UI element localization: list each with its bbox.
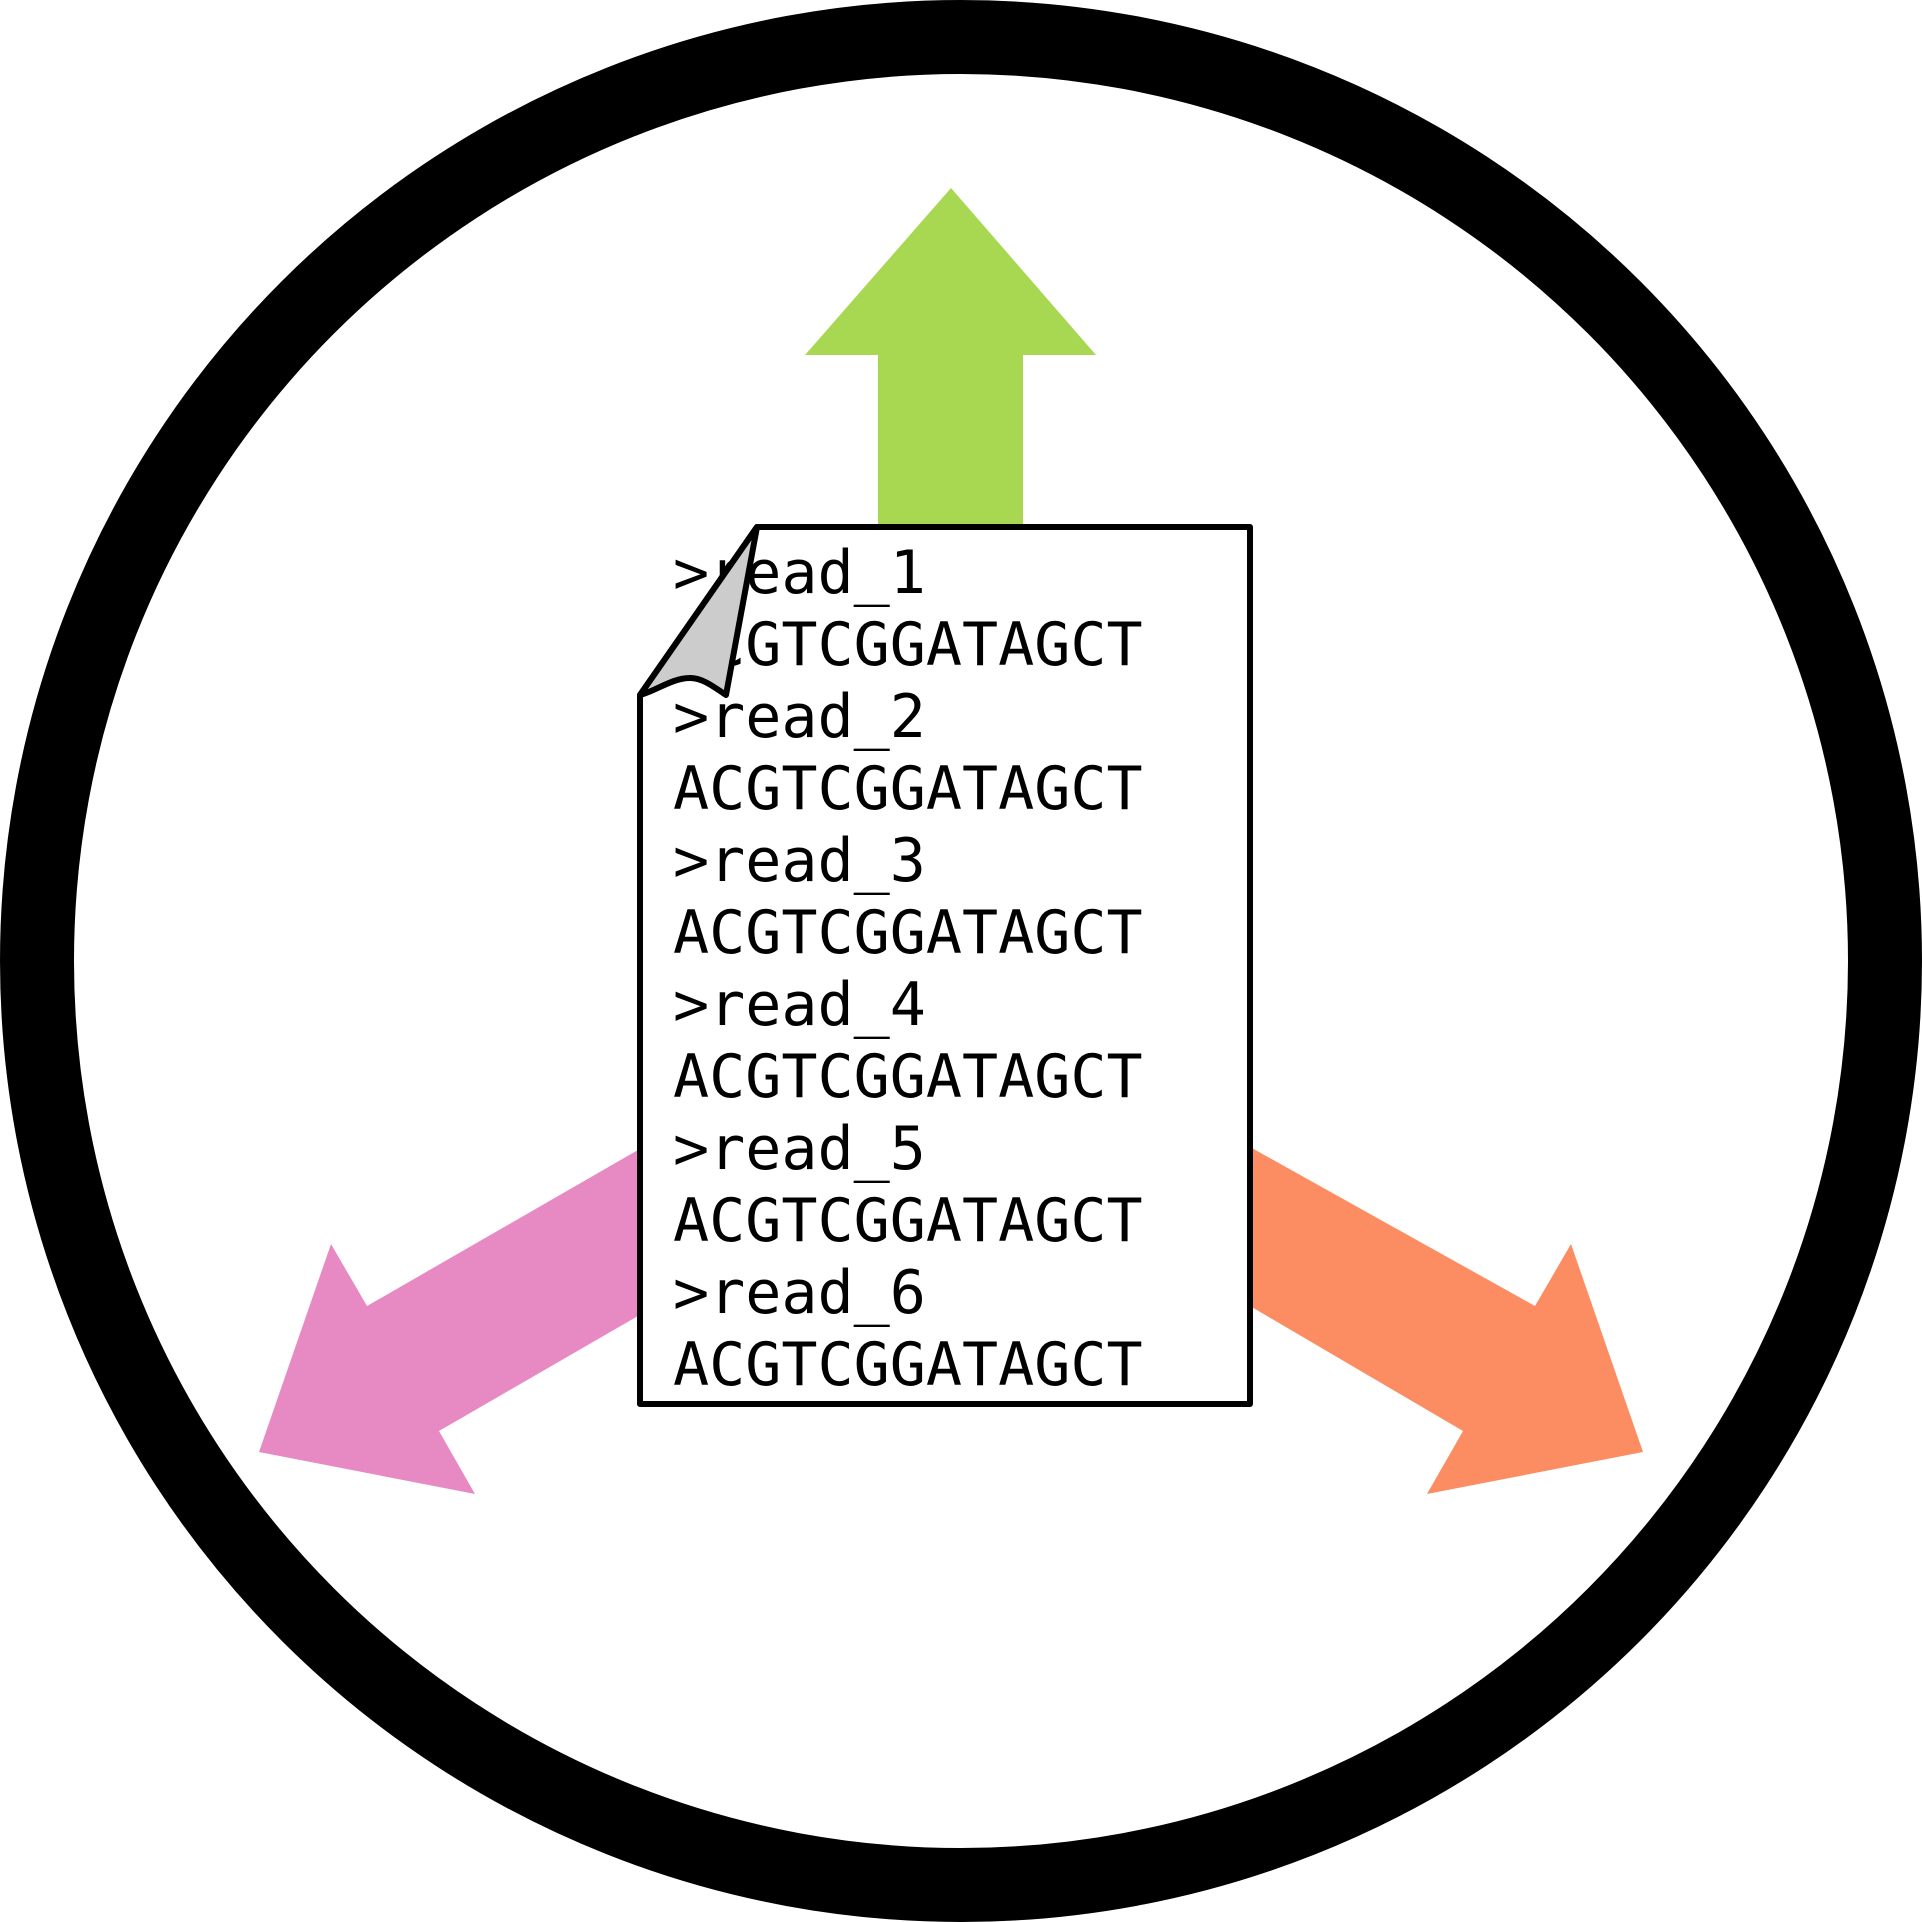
- page-fold-icon: [637, 524, 760, 698]
- arrow-down-right-orange: [1250, 1147, 1643, 1494]
- read-header-3: >read_3: [673, 826, 926, 896]
- read-sequence-4: ACGTCGGATAGCT: [673, 1042, 1143, 1112]
- arrow-up-green: [805, 188, 1096, 528]
- read-header-2: >read_2: [673, 682, 926, 752]
- read-sequence-3: ACGTCGGATAGCT: [673, 898, 1143, 968]
- read-sequence-2: ACGTCGGATAGCT: [673, 754, 1143, 824]
- read-sequence-5: ACGTCGGATAGCT: [673, 1186, 1143, 1256]
- read-header-5: >read_5: [673, 1114, 926, 1184]
- document-text: >read_1 ACGTCGGATAGCT >read_2 ACGTCGGATA…: [673, 538, 1143, 1400]
- read-header-6: >read_6: [673, 1258, 926, 1328]
- read-sequence-6: ACGTCGGATAGCT: [673, 1330, 1143, 1400]
- read-header-4: >read_4: [673, 970, 926, 1040]
- arrow-down-left-pink: [259, 1150, 638, 1494]
- read-sequence-1: ACGTCGGATAGCT: [673, 610, 1143, 680]
